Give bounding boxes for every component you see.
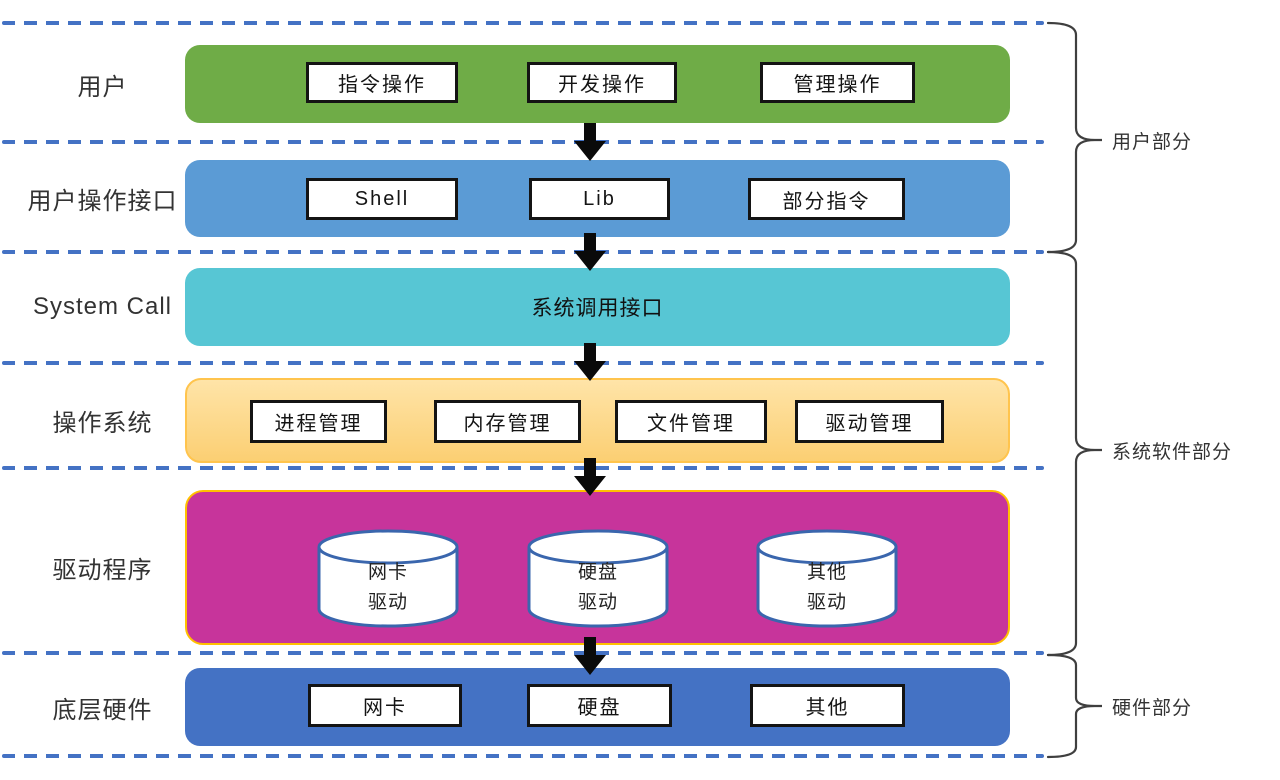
dashed-separator: [2, 21, 1044, 25]
box-file-mgmt: 文件管理: [615, 400, 767, 443]
section-label-user: 用户部分: [1112, 132, 1193, 153]
row-label-os: 操作系统: [52, 410, 153, 437]
box-other: 其他: [750, 684, 905, 727]
hardware-bar: 网卡 硬盘 其他: [185, 668, 1010, 746]
row-label-driver: 驱动程序: [52, 557, 153, 584]
row-label-user: 用户: [77, 73, 128, 101]
box-admin-ops: 管理操作: [760, 62, 915, 103]
box-dev-ops: 开发操作: [527, 62, 677, 103]
box-memory-mgmt: 内存管理: [434, 400, 581, 443]
brace-system-software-section: [1046, 250, 1102, 657]
user-bar: 指令操作 开发操作 管理操作: [185, 45, 1010, 123]
database-cylinder-icon: [756, 529, 898, 628]
section-label-system-software: 系统软件部分: [1112, 442, 1233, 463]
row-label-interface: 用户操作接口: [27, 188, 178, 215]
section-braces: [1046, 21, 1102, 759]
section-label-hardware: 硬件部分: [1112, 698, 1193, 719]
dashed-separator: [2, 754, 1044, 758]
box-command-ops: 指令操作: [306, 62, 458, 103]
driver-bar: 网卡 驱动 硬盘 驱动 其他 驱动: [185, 490, 1010, 645]
box-process-mgmt: 进程管理: [250, 400, 387, 443]
database-cylinder-icon: [527, 529, 669, 628]
brace-hardware-section: [1046, 653, 1102, 759]
dashed-separator: [2, 651, 1044, 655]
cylinder-label: 网卡 驱动: [367, 562, 408, 613]
row-label-hardware: 底层硬件: [52, 696, 153, 724]
arrow-down-icon: [574, 637, 606, 675]
box-disk: 硬盘: [527, 684, 672, 727]
arrow-down-icon: [574, 343, 606, 381]
box-lib: Lib: [529, 178, 670, 220]
dashed-separator: [2, 466, 1044, 470]
syscall-bar-text: 系统调用接口: [531, 297, 664, 320]
brace-user-section: [1046, 21, 1102, 254]
box-shell: Shell: [306, 178, 458, 220]
interface-bar: Shell Lib 部分指令: [185, 160, 1010, 237]
box-driver-mgmt: 驱动管理: [795, 400, 944, 443]
cylinder-label: 其他 驱动: [806, 562, 847, 613]
cylinder-label: 硬盘 驱动: [577, 562, 618, 613]
row-label-syscall: System Call: [32, 293, 173, 320]
os-bar: 进程管理 内存管理 文件管理 驱动管理: [185, 378, 1010, 463]
cylinder-other-driver: 其他 驱动: [755, 527, 899, 629]
box-partial-cmds: 部分指令: [748, 178, 905, 220]
box-nic: 网卡: [308, 684, 462, 727]
syscall-bar: 系统调用接口: [185, 268, 1010, 346]
arrow-down-icon: [574, 123, 606, 161]
database-cylinder-icon: [317, 529, 459, 628]
arrow-down-icon: [574, 458, 606, 496]
dashed-separator: [2, 140, 1044, 144]
dashed-separator: [2, 361, 1044, 365]
dashed-separator: [2, 250, 1044, 254]
cylinder-nic-driver: 网卡 驱动: [316, 527, 460, 629]
cylinder-disk-driver: 硬盘 驱动: [526, 527, 670, 629]
arrow-down-icon: [574, 233, 606, 271]
